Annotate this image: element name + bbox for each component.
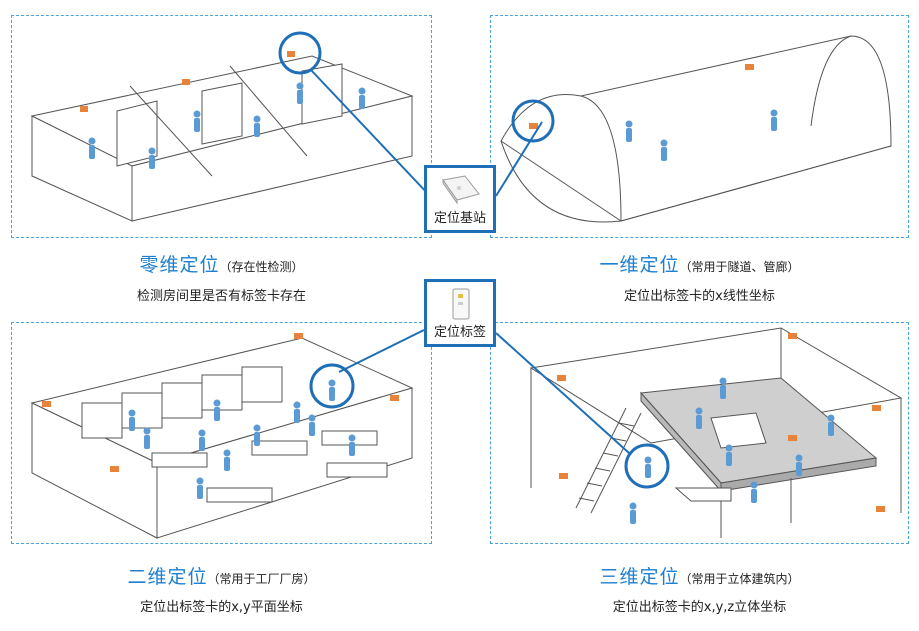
two-d-caption: 二维定位（常用于工厂厂房） [11,562,432,589]
illustration-rooms [30,31,414,222]
tag-label: 定位标签 [433,325,486,340]
illustration-factory [30,333,414,539]
one-d-description: 定位出标签卡的x线性坐标 [624,289,775,304]
base-station-icon [442,175,480,205]
tag-highlight-circle [309,363,355,409]
panel-two-d [11,322,432,544]
two-d-description: 定位出标签卡的x,y平面坐标 [140,600,303,615]
panel-zero-d [11,15,432,238]
tag-icon [452,288,470,320]
three-d-description: 定位出标签卡的x,y,z立体坐标 [612,600,787,615]
two-d-subtitle: （常用于工厂厂房） [207,572,316,586]
anchor-highlight-circle [278,31,322,75]
tag-box: 定位标签 [424,279,496,347]
one-d-subtitle: （常用于隧道、管廊） [679,260,800,274]
zero-d-description: 检测房间里是否有标签卡存在 [136,289,306,304]
zero-d-caption: 零维定位（存在性检测） [11,250,432,277]
illustration-tunnel [500,35,892,223]
illustration-building [529,327,903,538]
three-d-caption: 三维定位（常用于立体建筑内） [490,562,909,589]
three-d-title: 三维定位 [599,566,680,588]
base-station-box: 定位基站 [424,165,496,233]
base-station-label: 定位基站 [433,211,486,226]
one-d-title: 一维定位 [599,254,680,276]
three-d-subtitle: （常用于立体建筑内） [679,572,800,586]
zero-d-title: 零维定位 [139,254,220,276]
zero-d-subtitle: （存在性检测） [219,260,304,274]
one-d-caption: 一维定位（常用于隧道、管廊） [490,250,909,277]
panel-one-d [490,15,909,238]
two-d-title: 二维定位 [127,566,208,588]
tag-highlight-circle [624,443,670,489]
panel-three-d [490,322,909,544]
